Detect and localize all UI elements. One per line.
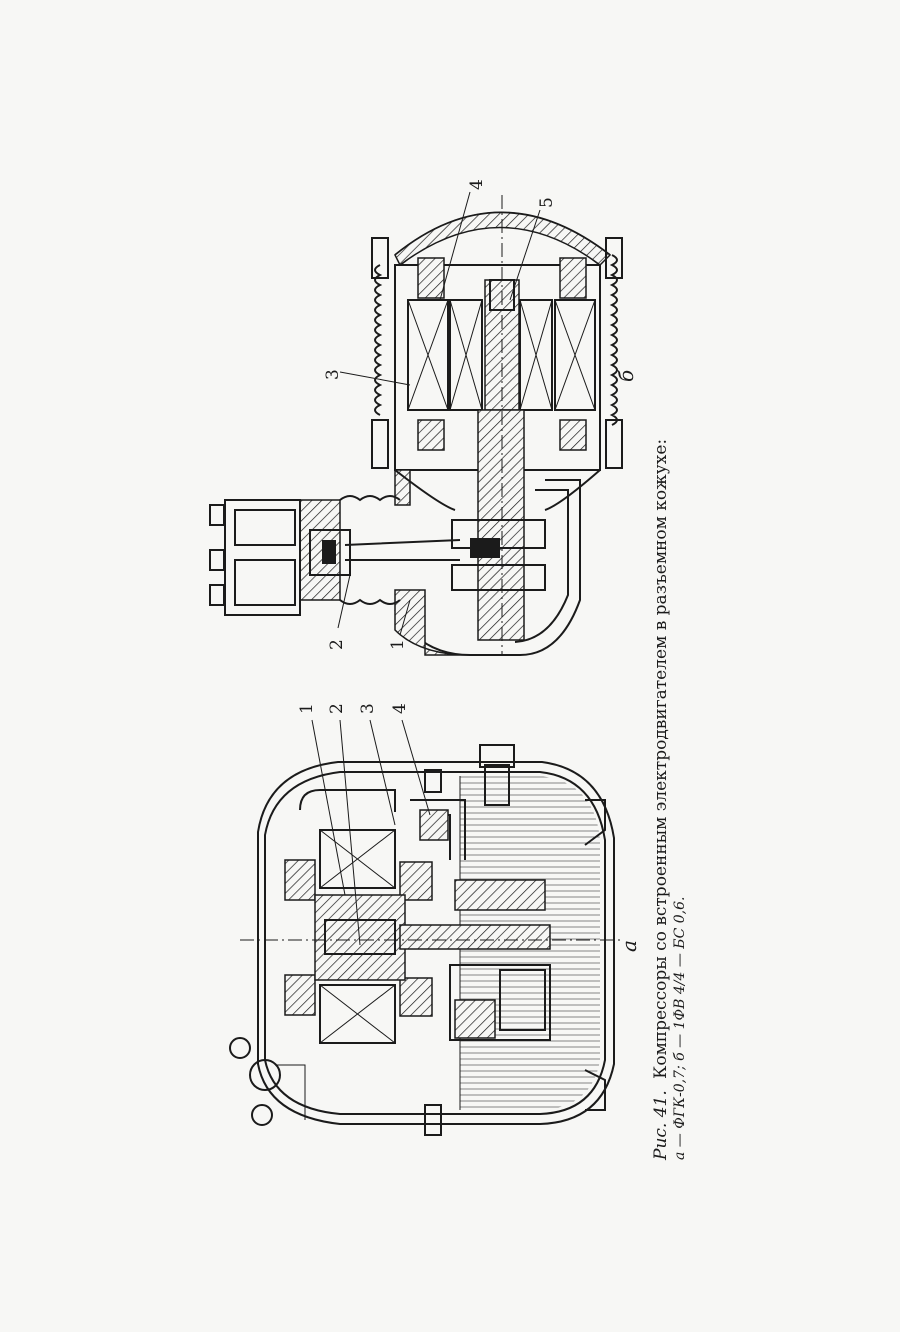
figure-caption: Рис. 41. Компрессоры со встроенным элект…	[651, 439, 671, 1161]
callout-b-4: 4	[467, 179, 487, 190]
callout-b-3: 3	[323, 369, 343, 380]
callout-b-5: 5	[537, 197, 557, 208]
sublabel-a: а	[617, 940, 641, 952]
caption-legend: а — ФГК-0,7; б — 1ФВ 4/4 — БС 0,6.	[672, 897, 688, 1160]
compressor-b-drawing	[210, 192, 622, 655]
callout-a-1: 1	[297, 703, 317, 714]
callout-b-1: 1	[388, 639, 408, 650]
callout-a-4: 4	[390, 703, 410, 714]
caption-title: Компрессоры со встроенным электродвигате…	[651, 439, 671, 1079]
callout-a-2: 2	[327, 703, 347, 714]
callout-a-3: 3	[358, 703, 378, 714]
compressor-a-drawing	[230, 720, 620, 1135]
sublabel-b: б	[614, 369, 638, 382]
callout-b-2: 2	[327, 639, 347, 650]
caption-prefix: Рис. 41.	[651, 1090, 671, 1161]
